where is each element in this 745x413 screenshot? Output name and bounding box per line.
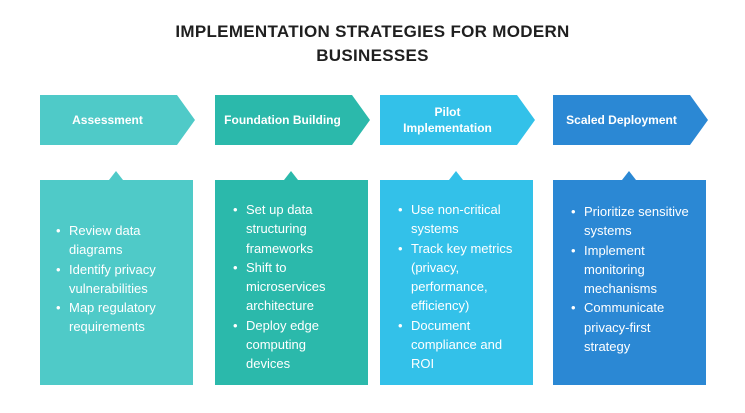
arrow-shape bbox=[553, 95, 708, 145]
list-item: Communicate privacy-first strategy bbox=[571, 298, 699, 356]
list-item: Use non-critical systems bbox=[398, 200, 528, 239]
stage-label-assessment: Assessment bbox=[72, 113, 143, 127]
list-item: Implement monitoring mechanisms bbox=[571, 241, 699, 299]
list-item: Deploy edge computing devices bbox=[233, 316, 351, 374]
card-scaled-deployment: Prioritize sensitive systems Implement m… bbox=[553, 171, 706, 385]
title-line-1: IMPLEMENTATION STRATEGIES FOR MODERN bbox=[175, 22, 570, 41]
stage-label-pilot-implementation: Pilot Implementation bbox=[403, 105, 492, 135]
card-pointer bbox=[284, 171, 298, 180]
card-pointer bbox=[622, 171, 636, 180]
list-item: Map regulatory requirements bbox=[56, 298, 184, 337]
diagram-title: IMPLEMENTATION STRATEGIES FOR MODERN BUS… bbox=[0, 20, 745, 68]
bullet-list: Use non-critical systems Track key metri… bbox=[398, 200, 528, 374]
stage-arrow-pilot-implementation: Pilot Implementation bbox=[380, 95, 535, 145]
arrow-shape bbox=[215, 95, 370, 145]
bullet-list: Set up data structuring frameworks Shift… bbox=[233, 200, 351, 374]
list-item: Prioritize sensitive systems bbox=[571, 202, 699, 241]
title-line-2: BUSINESSES bbox=[316, 46, 429, 65]
bullet-list: Prioritize sensitive systems Implement m… bbox=[571, 202, 699, 356]
stage-arrow-scaled-deployment: Scaled Deployment bbox=[553, 95, 708, 145]
list-item: Track key metrics (privacy, performance,… bbox=[398, 239, 528, 316]
card-assessment: Review data diagrams Identify privacy vu… bbox=[40, 171, 193, 385]
card-pilot-implementation: Use non-critical systems Track key metri… bbox=[380, 171, 533, 385]
card-pointer bbox=[109, 171, 123, 180]
stage-label-foundation-building: Foundation Building bbox=[224, 113, 341, 127]
arrow-shape bbox=[380, 95, 535, 145]
list-item: Set up data structuring frameworks bbox=[233, 200, 351, 258]
list-item: Identify privacy vulnerabilities bbox=[56, 260, 184, 299]
list-item: Shift to microservices architecture bbox=[233, 258, 351, 316]
bullet-list: Review data diagrams Identify privacy vu… bbox=[56, 221, 184, 337]
arrow-shape bbox=[40, 95, 195, 145]
stage-label-scaled-deployment: Scaled Deployment bbox=[566, 113, 677, 127]
card-foundation-building: Set up data structuring frameworks Shift… bbox=[215, 171, 368, 385]
stage-arrow-foundation-building: Foundation Building bbox=[215, 95, 370, 145]
stage-arrow-assessment: Assessment bbox=[40, 95, 195, 145]
card-pointer bbox=[449, 171, 463, 180]
list-item: Review data diagrams bbox=[56, 221, 184, 260]
list-item: Document compliance and ROI bbox=[398, 316, 528, 374]
